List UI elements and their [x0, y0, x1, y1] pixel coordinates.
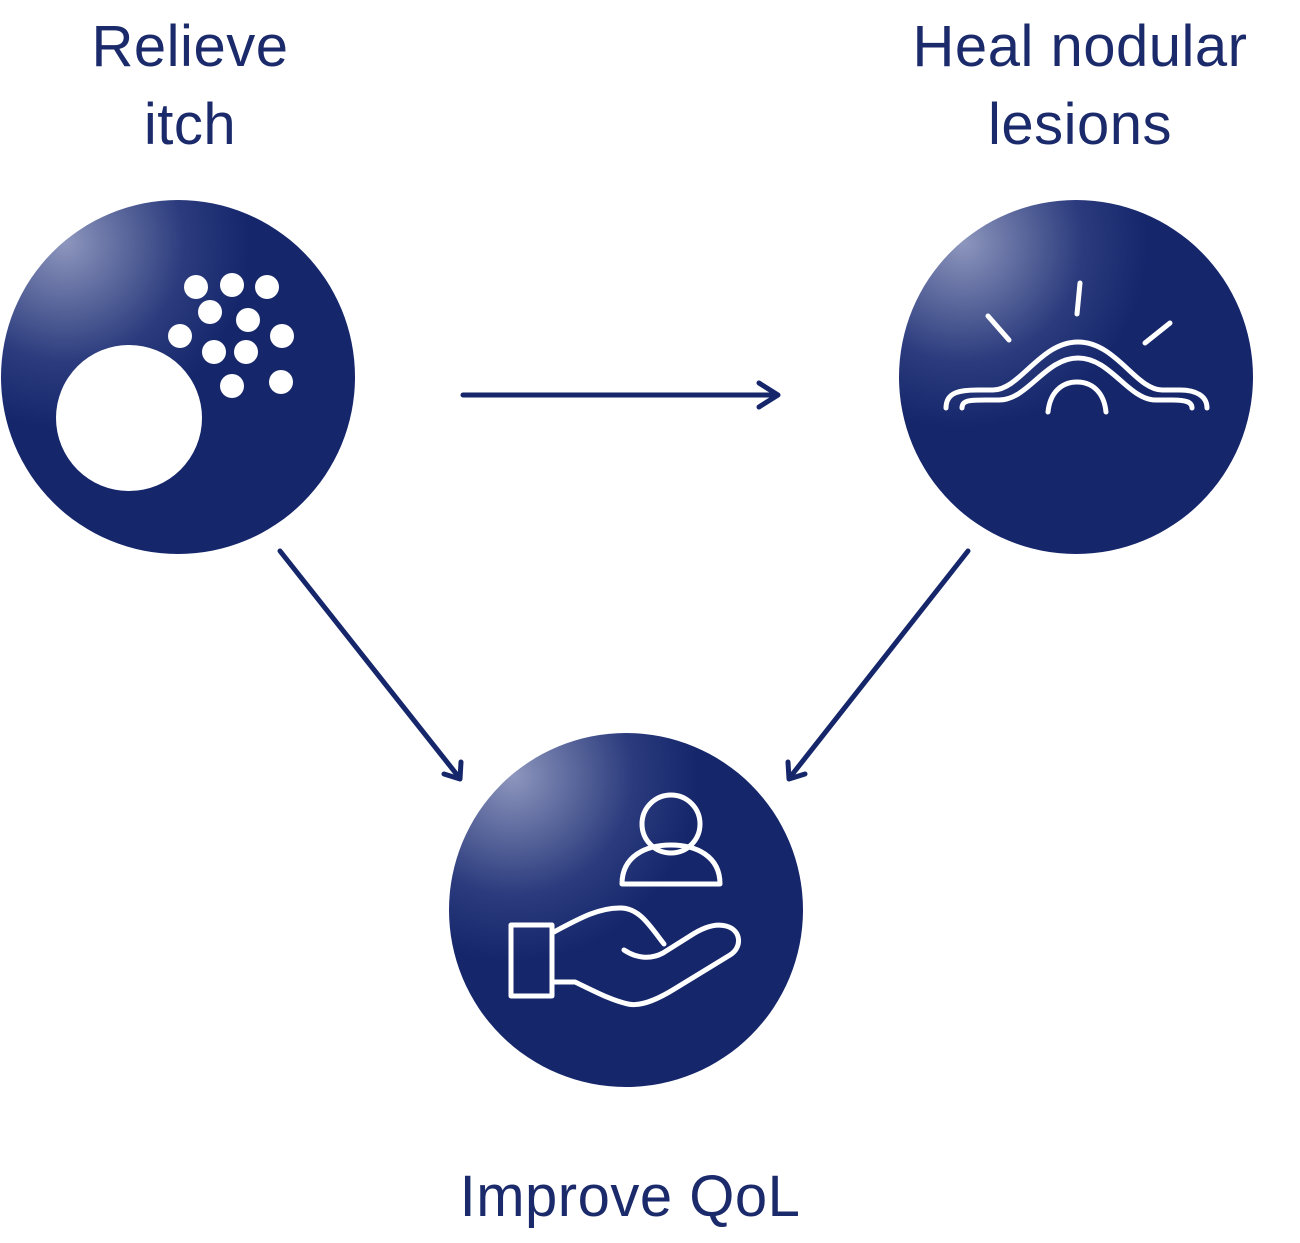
hand-person-icon	[508, 792, 741, 1008]
node-label-line: lesions	[987, 92, 1173, 157]
node-label-line: Heal nodular	[912, 14, 1248, 79]
itch-dots-icon	[56, 273, 294, 491]
node-relieve-itch	[1, 200, 355, 554]
node-label-line: Improve QoL	[459, 1164, 801, 1229]
edge-itch-to-lesions	[460, 380, 781, 410]
node-label-line: itch	[143, 92, 237, 157]
edge-lesions-to-qol	[785, 548, 971, 782]
node-heal-lesions	[899, 200, 1253, 554]
node-improve-qol	[449, 733, 803, 1087]
nodule-healing-icon	[943, 280, 1210, 415]
node-label-improve-qol: Improve QoL	[360, 1158, 900, 1236]
node-label-relieve-itch: Relieve itch	[40, 8, 340, 164]
edge-itch-to-qol	[277, 548, 464, 782]
node-label-heal-lesions: Heal nodular lesions	[860, 8, 1300, 164]
node-label-line: Relieve	[91, 14, 289, 79]
